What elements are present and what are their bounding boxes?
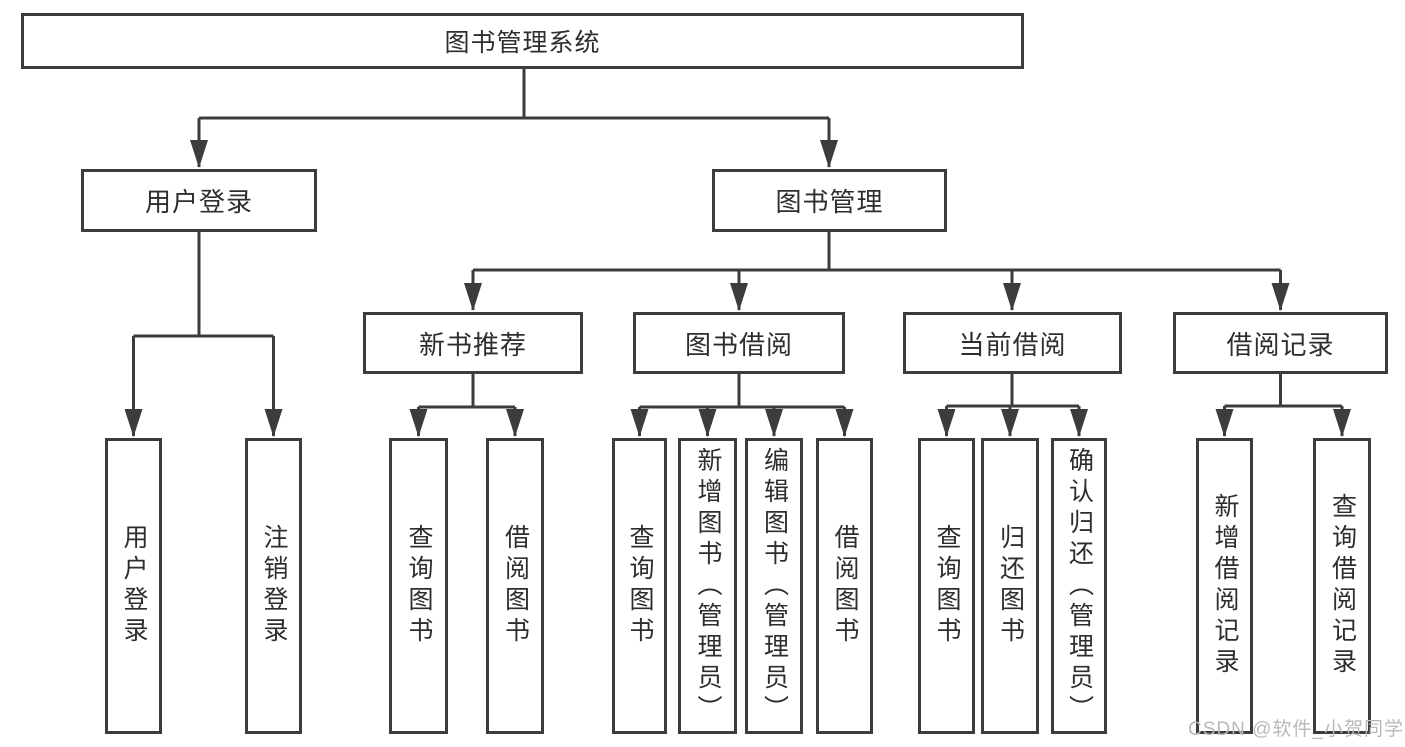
node-book-management: 图书管理 [712, 169, 947, 232]
leaf-edit-books-admin: 编辑图书（管理员） [745, 438, 803, 734]
leaf-label: 查询图书 [626, 524, 654, 648]
leaf-user-login: 用户登录 [105, 438, 162, 734]
leaf-query-books-recommend: 查询图书 [389, 438, 448, 734]
leaf-label: 查询借阅记录 [1328, 493, 1357, 679]
node-new-book-recommend: 新书推荐 [363, 312, 583, 374]
connector-book-mgmt-to-level3 [464, 232, 1290, 311]
node-user-login: 用户登录 [81, 169, 317, 232]
node-current-borrowing: 当前借阅 [903, 312, 1122, 374]
connector-new-book-recommend-to-leaves [409, 374, 524, 437]
leaf-label: 注销登录 [260, 524, 288, 648]
leaf-borrow-books-recommend: 借阅图书 [486, 438, 544, 734]
leaf-add-books-admin: 新增图书（管理员） [678, 438, 737, 734]
leaf-query-books-current: 查询图书 [918, 438, 975, 734]
node-library-management-system: 图书管理系统 [21, 13, 1024, 69]
connector-user-login-to-leaves [124, 232, 283, 437]
node-label: 新书推荐 [418, 329, 527, 360]
node-label: 借阅记录 [1226, 329, 1335, 360]
leaf-label: 用户登录 [120, 524, 148, 648]
leaf-label: 查询图书 [405, 524, 433, 648]
node-book-borrowing: 图书借阅 [633, 312, 845, 374]
leaf-label: 确认归还（管理员） [1065, 446, 1094, 726]
leaf-label: 借阅图书 [501, 524, 530, 648]
leaf-query-borrow-record: 查询借阅记录 [1313, 438, 1371, 734]
leaf-label: 编辑图书（管理员） [760, 446, 789, 726]
connector-book-borrowing-to-leaves [630, 374, 854, 437]
leaf-return-books: 归还图书 [981, 438, 1039, 734]
leaf-label: 查询图书 [933, 524, 961, 648]
leaf-label: 新增借阅记录 [1211, 493, 1239, 679]
leaf-label: 借阅图书 [831, 524, 859, 648]
connector-current-borrowing-to-leaves [937, 374, 1088, 437]
leaf-borrow-books: 借阅图书 [816, 438, 873, 734]
connector-borrowing-records-to-leaves [1215, 374, 1351, 437]
connector-root-to-level2 [190, 69, 838, 168]
leaf-logout: 注销登录 [245, 438, 302, 734]
node-borrowing-records: 借阅记录 [1173, 312, 1388, 374]
leaf-query-books-borrowing: 查询图书 [612, 438, 667, 734]
node-label: 图书借阅 [684, 329, 793, 360]
leaf-confirm-return-admin: 确认归还（管理员） [1051, 438, 1107, 734]
node-label: 图书管理 [775, 187, 884, 217]
leaf-add-borrow-record: 新增借阅记录 [1196, 438, 1253, 734]
leaf-label: 归还图书 [996, 524, 1025, 648]
node-label: 当前借阅 [958, 329, 1067, 360]
node-label: 图书管理系统 [444, 29, 601, 57]
node-label: 用户登录 [144, 187, 253, 217]
leaf-label: 新增图书（管理员） [694, 446, 722, 726]
